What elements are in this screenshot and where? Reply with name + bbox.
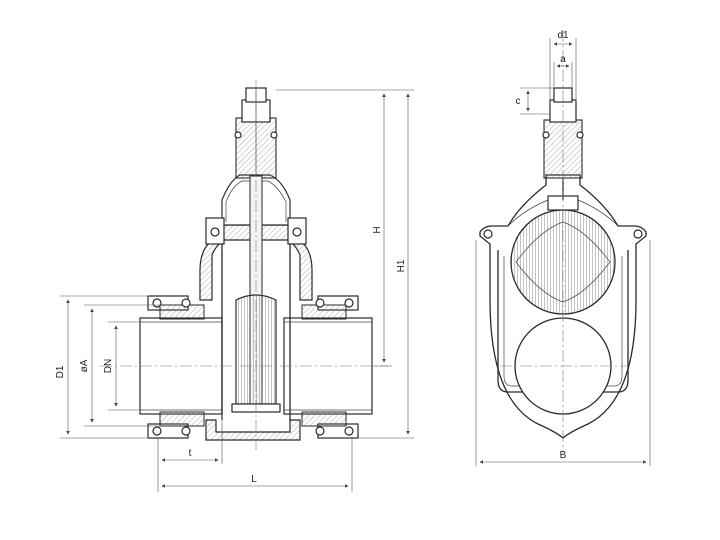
dimension-d1: d1	[549, 30, 577, 100]
front-section-view: B d1 a c	[475, 30, 651, 466]
dimension-DN: DN	[103, 321, 140, 411]
dimension-label-phiA: øA	[79, 359, 90, 372]
dimension-label-B: B	[560, 450, 567, 461]
dimension-label-L: L	[251, 474, 257, 485]
dimension-t: t	[157, 414, 223, 492]
dimension-label-H1: H1	[396, 259, 407, 272]
dimension-c: c	[516, 87, 554, 115]
dimension-a: a	[553, 54, 573, 88]
dimension-phiA: øA	[79, 304, 160, 427]
dimension-label-DN: DN	[103, 359, 114, 373]
dimension-H1: H1	[358, 89, 414, 439]
dimension-H: H	[276, 89, 392, 367]
dimension-label-a: a	[560, 54, 566, 65]
side-section-view: D1 øA DN H H1	[55, 80, 414, 492]
dimension-label-c: c	[516, 96, 521, 107]
dimension-L: L	[161, 438, 353, 492]
dimension-D1: D1	[55, 295, 148, 439]
dimension-label-t: t	[189, 448, 192, 459]
flange-left	[147, 295, 205, 439]
dimension-label-D1: D1	[55, 365, 66, 378]
flange-right	[301, 295, 359, 439]
dimension-label-d1: d1	[557, 30, 569, 41]
dimension-B: B	[475, 240, 651, 466]
dimension-label-H: H	[372, 226, 383, 233]
